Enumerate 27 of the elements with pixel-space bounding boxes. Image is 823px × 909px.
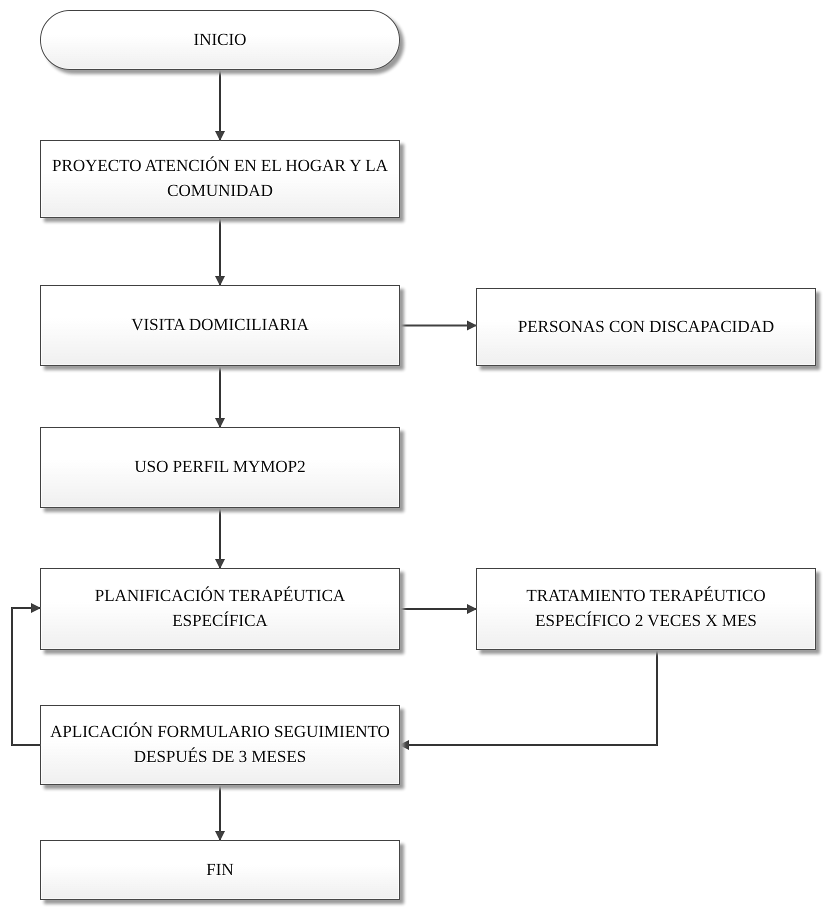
node-text: VISITA DOMICILIARIA bbox=[131, 314, 309, 336]
arrow bbox=[215, 508, 225, 569]
arrow bbox=[400, 604, 477, 614]
node-text: PLANIFICACIÓN TERAPÉUTICA ESPECÍFICA bbox=[94, 585, 346, 632]
arrow bbox=[399, 650, 658, 750]
terminal-shape bbox=[40, 10, 400, 70]
process-box bbox=[40, 140, 400, 218]
node-text: PERSONAS CON DISCAPACIDAD bbox=[518, 316, 774, 338]
process-box bbox=[476, 568, 816, 650]
process-box bbox=[40, 840, 400, 900]
process-box bbox=[40, 427, 400, 508]
process-box bbox=[40, 285, 400, 366]
process-box bbox=[476, 288, 816, 366]
process-box bbox=[40, 568, 400, 650]
node-text: USO PERFIL MYMOP2 bbox=[134, 456, 306, 478]
arrow bbox=[215, 218, 225, 286]
node-text: TRATAMIENTO TERAPÉUTICO ESPECÍFICO 2 VECES X MES bbox=[525, 585, 767, 632]
arrow bbox=[215, 366, 225, 428]
node-text: APLICACIÓN FORMULARIO SEGUIMIENTO DESPUÉS DE 3 MESES bbox=[49, 721, 391, 768]
arrow bbox=[11, 603, 41, 746]
node-text: FIN bbox=[206, 858, 234, 881]
node-text: INICIO bbox=[194, 28, 246, 51]
node-text: PROYECTO ATENCIÓN EN EL HOGAR Y LA COMUNIDAD bbox=[51, 155, 389, 202]
arrow bbox=[400, 320, 477, 330]
process-box bbox=[40, 705, 400, 785]
arrow bbox=[215, 70, 225, 141]
arrow bbox=[215, 785, 225, 841]
